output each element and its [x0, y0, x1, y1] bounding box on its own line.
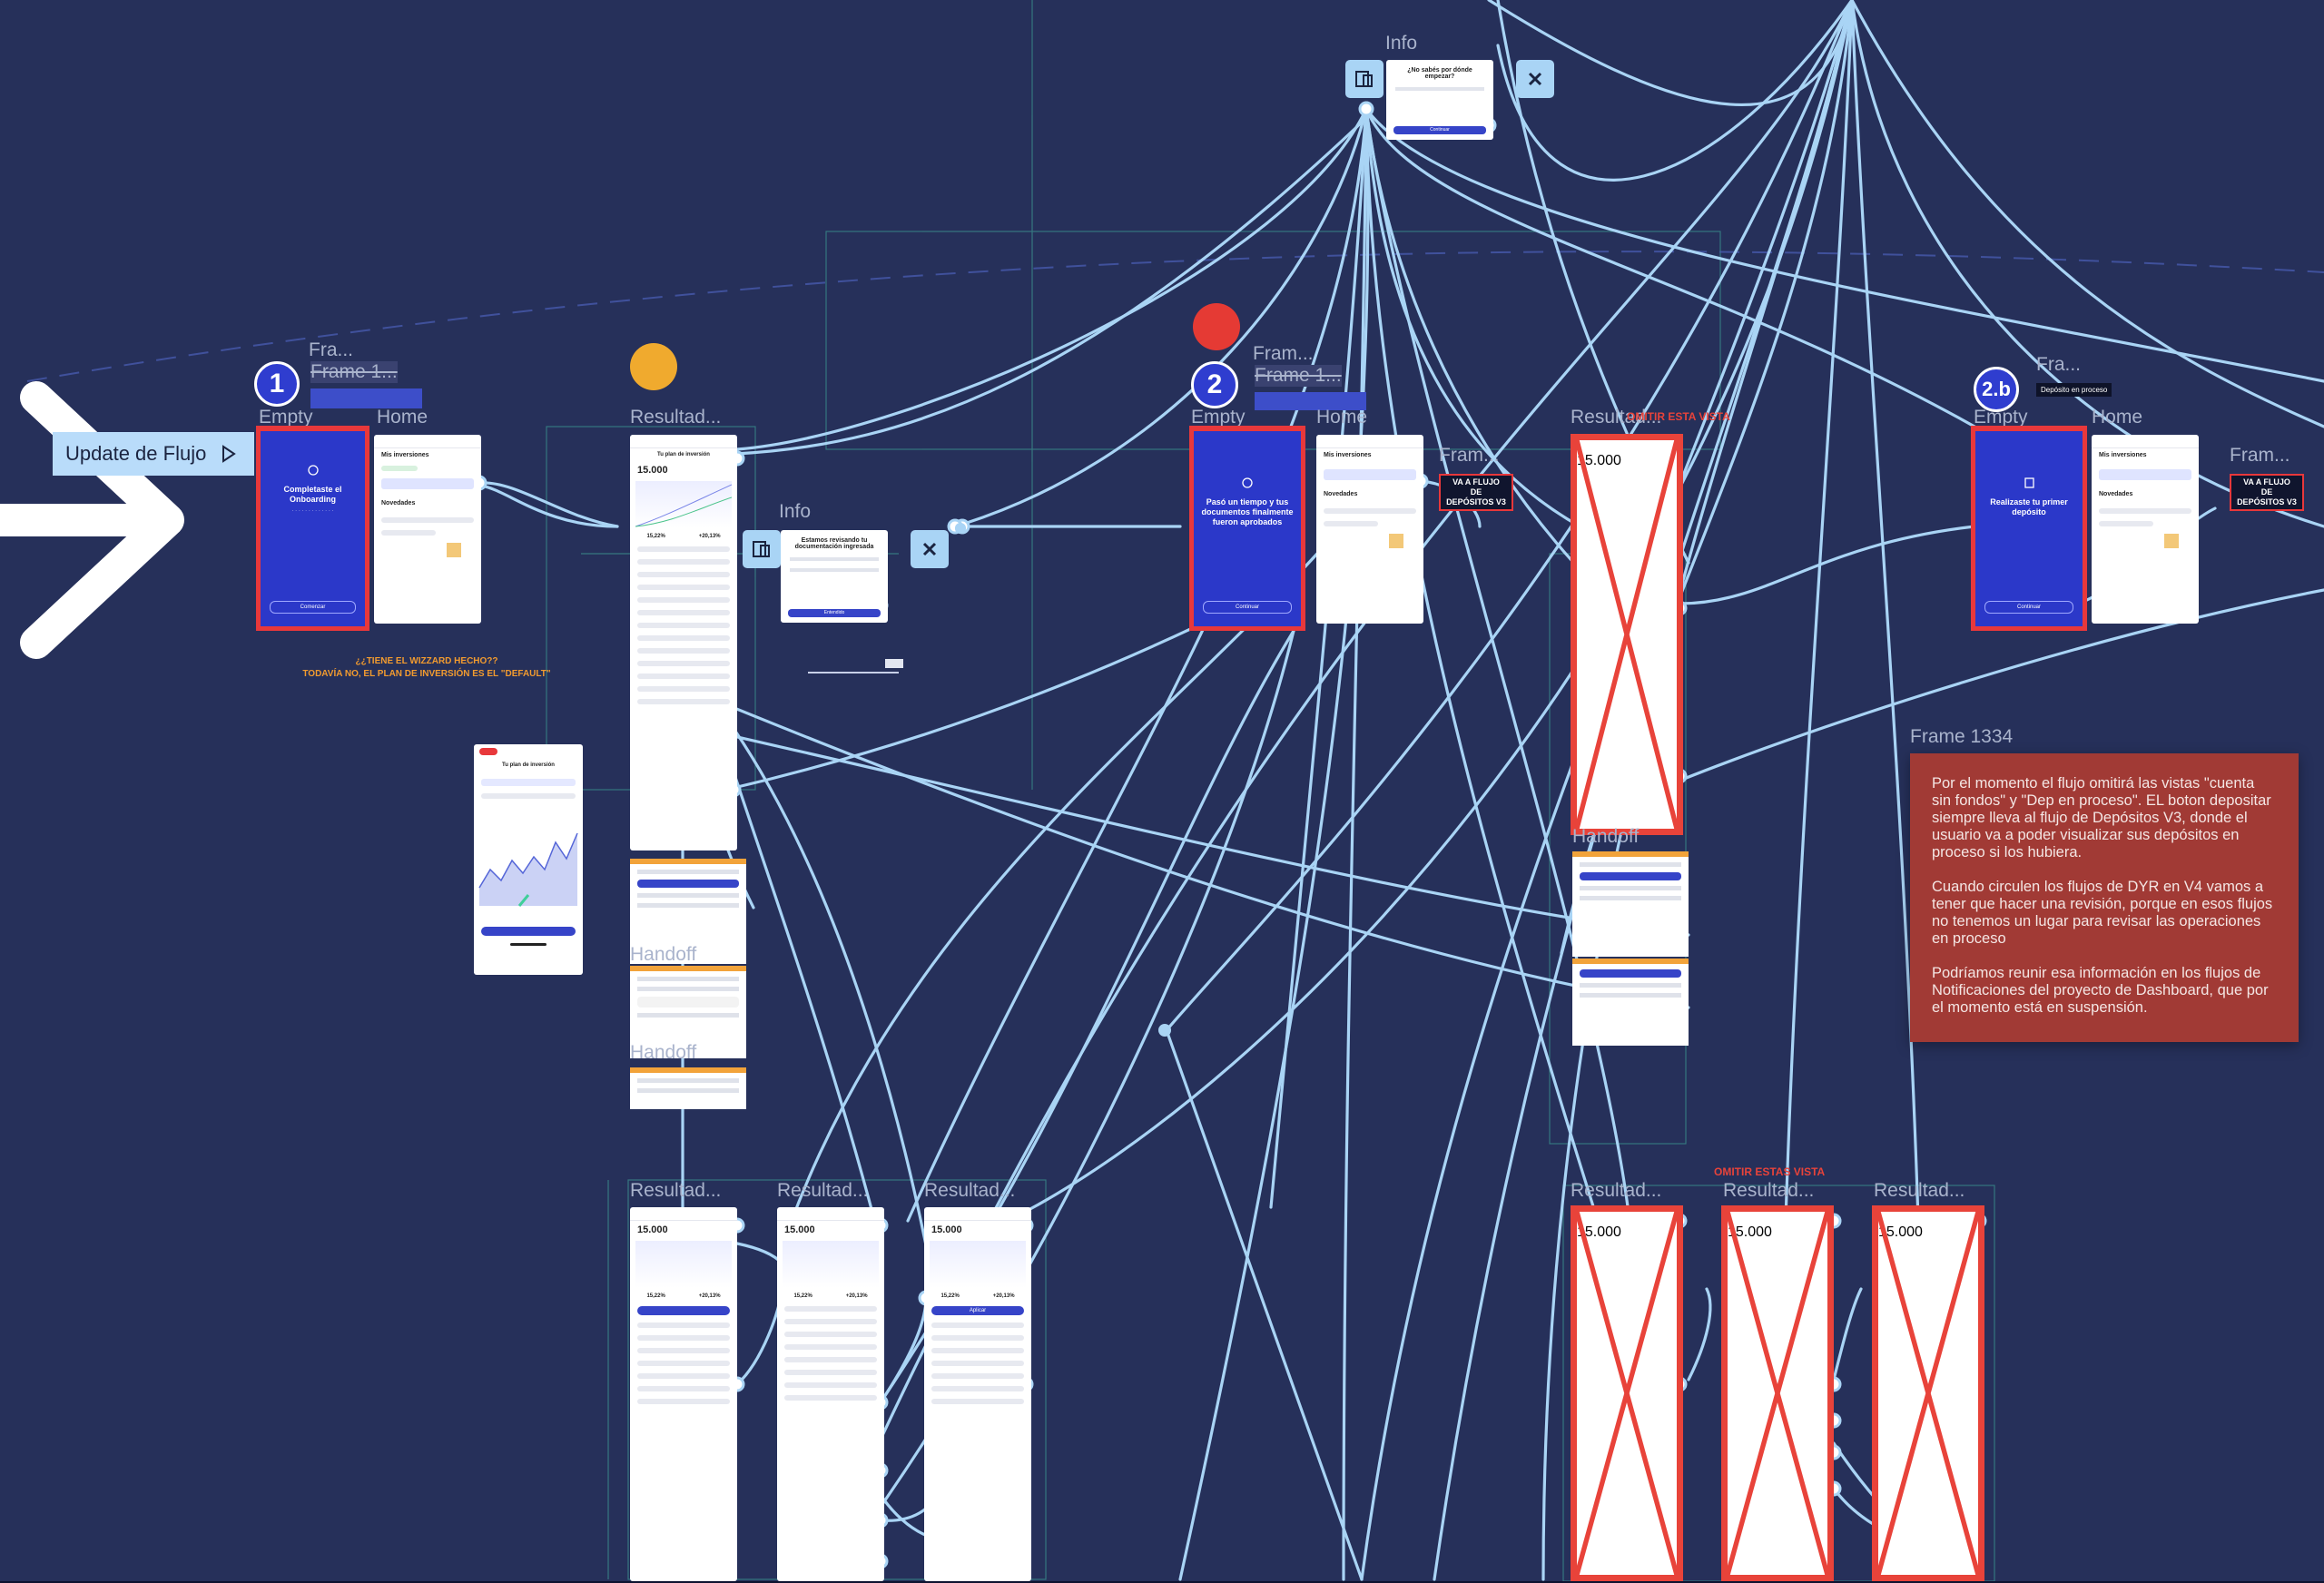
apply-button[interactable] — [637, 1306, 730, 1315]
frame-label: Resultad... — [1571, 1180, 1662, 1201]
understood-button[interactable]: Entendido — [788, 609, 881, 617]
frame-label: Resultad... — [630, 1180, 722, 1201]
card-title: Realizaste tu primer depósito — [1990, 497, 2068, 516]
frame-label: Frame 1334 — [1910, 726, 2014, 747]
close-icon[interactable] — [911, 530, 949, 568]
frame-label: Frame 1... — [1255, 365, 1342, 387]
play-icon — [222, 445, 237, 463]
continue-button[interactable]: Continuar — [1203, 601, 1292, 614]
result-screen-3[interactable]: 15.000 15,22%+20,13% Aplicar — [924, 1207, 1031, 1581]
frame-label: Empty — [1974, 407, 2028, 428]
frame-label: Fra... — [2036, 354, 2082, 375]
card-title: Completaste el Onboarding — [283, 485, 342, 504]
close-icon[interactable] — [1516, 60, 1554, 98]
frame-label: Handoff — [630, 944, 697, 965]
deposit-flow-tag: VA A FLUJO DE DEPÓSITOS V3 — [1439, 474, 1513, 511]
empty-first-deposit-card[interactable]: Realizaste tu primer depósito Continuar — [1971, 426, 2087, 631]
objective-tag — [310, 388, 422, 408]
handoff-card-red-2[interactable] — [1572, 959, 1689, 1046]
update-flow-label: Update de Flujo — [65, 442, 207, 465]
continue-button[interactable]: Continuar — [1393, 126, 1486, 134]
frame-label: Fram... — [1253, 343, 1314, 364]
objective-tag — [1255, 392, 1366, 410]
status-dot-red — [1193, 303, 1240, 350]
omit-view-tag: OMITIR ESTA VISTA — [1627, 410, 1730, 423]
deposit-flow-tag: VA A FLUJO DE DEPÓSITOS V3 — [2230, 474, 2304, 511]
home-screen-2[interactable]: Mis inversiones Novedades — [1316, 435, 1423, 624]
investment-chart-screen[interactable]: Tu plan de inversión — [474, 744, 583, 975]
plan-amount: 15.000 — [637, 465, 668, 476]
frame-label: Resultad... — [1874, 1180, 1965, 1201]
login-icon — [2024, 477, 2034, 488]
chart-graphic — [478, 832, 578, 907]
continue-button[interactable]: Continuar — [1984, 601, 2073, 614]
apply-button[interactable]: Aplicar — [931, 1306, 1024, 1315]
frame-label: Handoff — [630, 1042, 697, 1063]
handoff-card-2[interactable] — [630, 966, 746, 1058]
step-2b-badge[interactable]: 2.b — [1974, 367, 2019, 412]
canvas-bottom-edge — [0, 1581, 2324, 1583]
omitted-result-screen[interactable]: 15.000 — [1571, 1205, 1683, 1581]
device-icon[interactable] — [1345, 60, 1384, 98]
frame-label: Empty — [1191, 407, 1246, 428]
frame-label: Home — [2092, 407, 2143, 428]
omitted-result-screen[interactable]: 15.000 — [1571, 434, 1683, 835]
handoff-card-3[interactable] — [630, 1067, 746, 1109]
frame-label: Resultad... — [777, 1180, 869, 1201]
empty-onboarding-card[interactable]: Completaste el Onboarding · · · · · · · … — [256, 426, 369, 631]
empty-approved-card[interactable]: Pasó un tiempo y tus documentos finalmen… — [1189, 426, 1305, 631]
frame-label: Fram... — [1439, 445, 1500, 466]
small-white-bar — [808, 672, 899, 674]
frame-label: Resultad... — [1571, 407, 1662, 428]
frame-label: Resultad... — [630, 407, 722, 428]
frame-label: Info — [1385, 33, 1418, 54]
clock-icon — [1242, 477, 1253, 488]
frame-label: Fra... — [309, 339, 354, 360]
entry-arrow-icon — [0, 381, 184, 659]
frame-label: Empty — [259, 407, 313, 428]
update-flow-button[interactable]: Update de Flujo — [53, 432, 254, 476]
handoff-card-1[interactable] — [630, 859, 746, 964]
frame-label: Resultad... — [1723, 1180, 1815, 1201]
deposit-in-progress-tag: Depósito en proceso — [2036, 383, 2112, 397]
frame-label: Fram... — [2230, 445, 2290, 466]
omitted-result-screen[interactable]: 15.000 — [1872, 1205, 1984, 1581]
home-screen-1[interactable]: Mis inversiones Novedades — [374, 435, 481, 624]
step-2-badge[interactable]: 2 — [1191, 361, 1238, 408]
status-dot-orange — [630, 343, 677, 390]
result-screen-1[interactable]: 15.000 15,22%+20,13% — [630, 1207, 737, 1581]
step-1-badge[interactable]: 1 — [254, 361, 300, 407]
frame-label: Resultad... — [924, 1180, 1016, 1201]
continue-button[interactable]: Comenzar — [270, 601, 356, 614]
frame-label: Home — [1316, 407, 1368, 428]
card-title: Pasó un tiempo y tus documentos finalmen… — [1201, 497, 1294, 526]
wizard-question-note: ¿¿TIENE EL WIZZARD HECHO?? TODAVÍA NO, E… — [302, 656, 551, 679]
frame-label: Handoff — [1572, 826, 1640, 847]
info-review-card[interactable]: Estamos revisando tu documentación ingre… — [781, 530, 888, 623]
card-subtitle: · · · · · · · · · · · · · — [291, 508, 334, 514]
frame-label: Frame 1... — [310, 361, 398, 383]
clock-icon — [307, 465, 319, 476]
investment-plan-screen[interactable]: Tu plan de inversión 15.000 15,22%+20,13… — [630, 435, 737, 850]
device-icon[interactable] — [743, 530, 781, 568]
small-white-chip — [885, 659, 903, 668]
frame-label: Info — [779, 501, 812, 522]
frame-label: Home — [377, 407, 428, 428]
info-start-card[interactable]: ¿No sabés por dónde empezar? Continuar — [1386, 60, 1493, 140]
omit-view-tag: OMITIR ESTAS VISTA — [1714, 1165, 1826, 1178]
omitted-result-screen[interactable]: 15.000 — [1721, 1205, 1834, 1581]
home-screen-2b[interactable]: Mis inversiones Novedades — [2092, 435, 2199, 624]
handoff-card-red-1[interactable] — [1572, 851, 1689, 957]
result-screen-2[interactable]: 15.000 15,22%+20,13% — [777, 1207, 884, 1581]
sticky-note[interactable]: Por el momento el flujo omitirá las vist… — [1910, 753, 2299, 1042]
home-title: Mis inversiones — [381, 452, 429, 458]
home-section: Novedades — [381, 500, 416, 506]
